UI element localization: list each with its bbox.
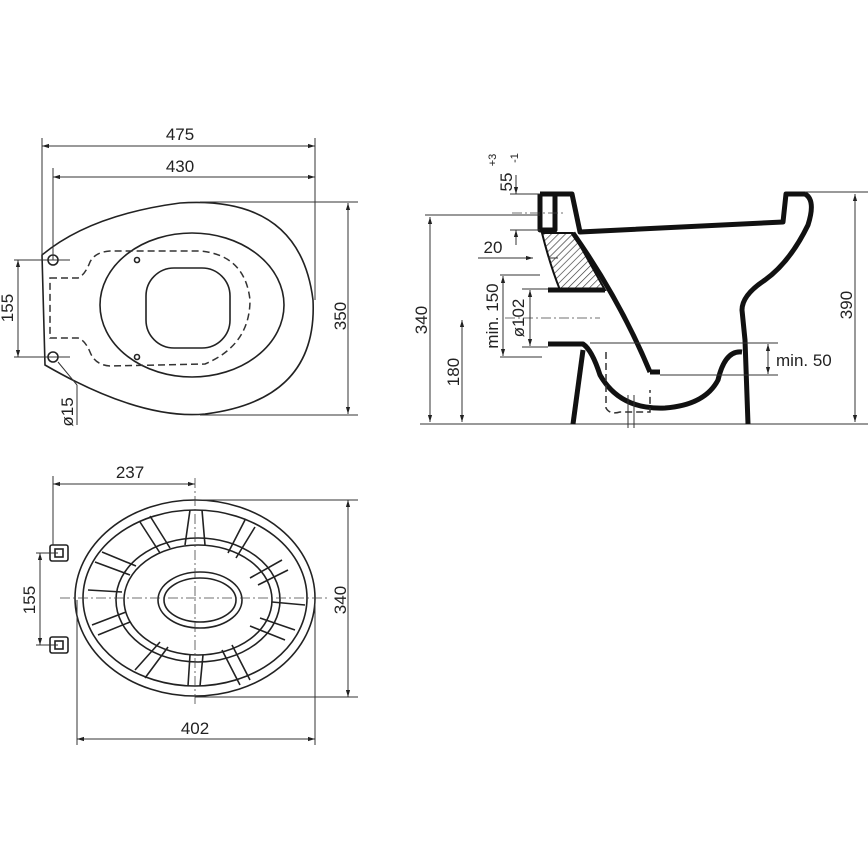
seat-hole	[133, 353, 141, 361]
dim-237: 237	[116, 463, 144, 482]
dim-475: 475	[166, 125, 194, 144]
dim-402: 402	[181, 719, 209, 738]
dim-min-50: min. 50	[776, 351, 832, 370]
seat-hole	[133, 256, 141, 264]
dim-outlet-diameter: ø102	[509, 299, 528, 338]
dim-430: 430	[166, 157, 194, 176]
dim-55-tol-minus: -1	[509, 153, 521, 163]
dim-20: 20	[484, 238, 503, 257]
dim-350: 350	[331, 302, 350, 330]
dim-55-tol-plus: +3	[487, 154, 499, 167]
dim-390: 390	[837, 291, 856, 319]
bowl-opening	[145, 267, 231, 349]
dim-340-bottom: 340	[331, 586, 350, 614]
seat-outline	[41, 201, 314, 416]
dim-340-side: 340	[412, 306, 431, 334]
dim-155-bottom: 155	[20, 586, 39, 614]
tank-outline-dashed	[49, 250, 251, 367]
dim-55: 55	[497, 173, 516, 192]
dim-min-150: min. 150	[483, 283, 502, 348]
base-ribs	[87, 509, 306, 687]
side-view: 390 340 180 min. 150 ø102 20 55 +3 -1 mi…	[412, 153, 868, 428]
top-view: 475 430 350 155 ø15	[0, 125, 358, 427]
dim-hole-diameter: ø15	[58, 397, 77, 426]
bowl-rim	[99, 232, 285, 378]
bottom-view: 237 402 340 155	[20, 463, 358, 745]
dim-180: 180	[444, 358, 463, 386]
dim-155-top: 155	[0, 294, 17, 322]
